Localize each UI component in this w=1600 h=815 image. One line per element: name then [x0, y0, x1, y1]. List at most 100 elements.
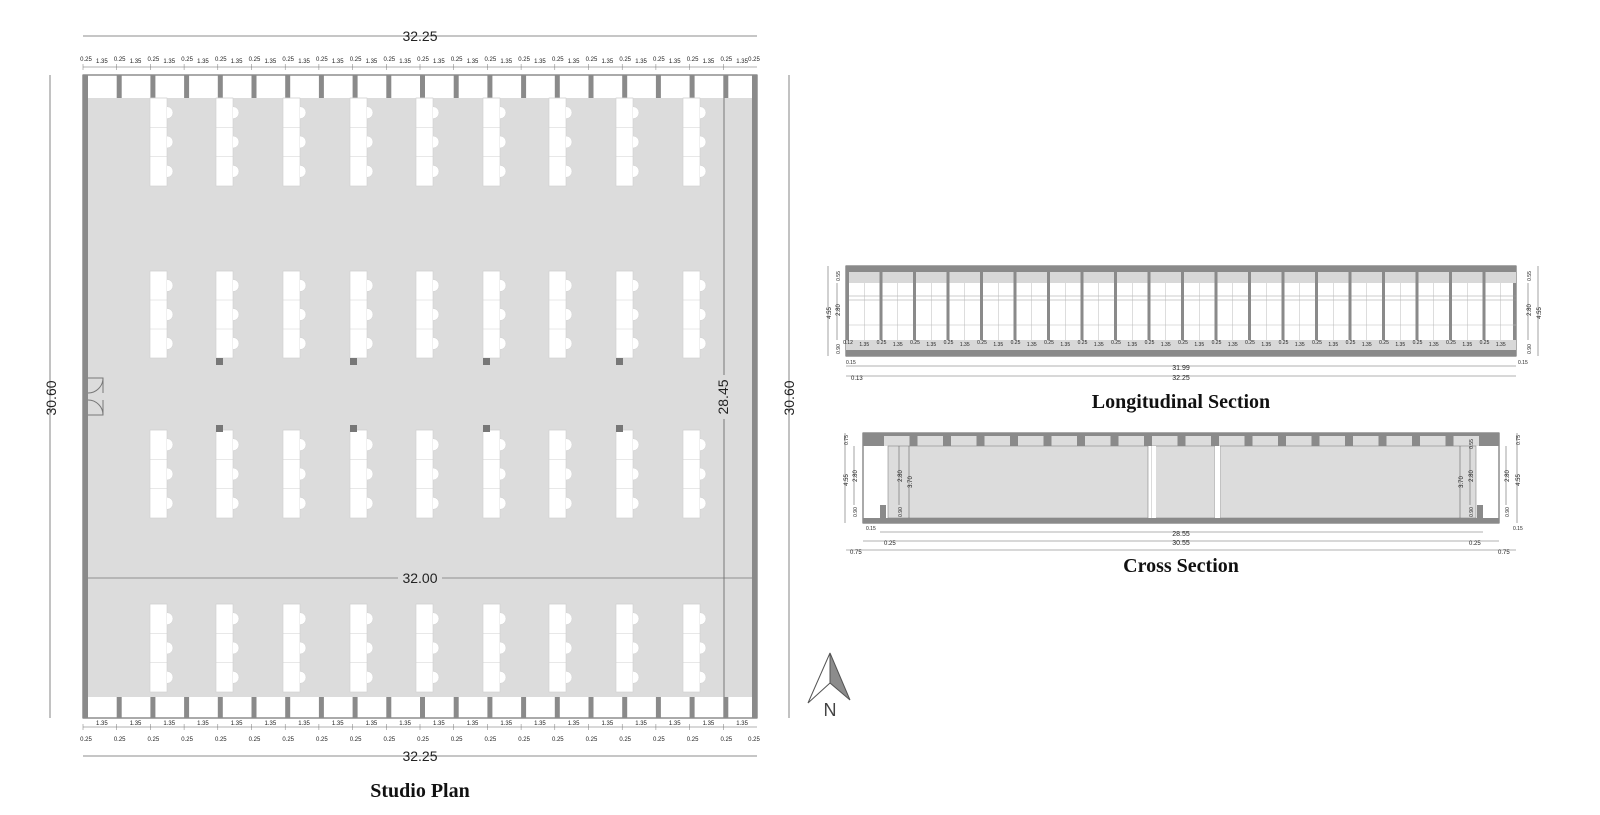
long-roof-slab: [846, 266, 1516, 272]
desk-group: [682, 429, 707, 519]
north-pier: [150, 75, 156, 98]
plan-pier-dim: 0.25: [451, 737, 463, 743]
long-bay-dim: 1.35: [1127, 342, 1137, 348]
desk-group: [682, 97, 707, 187]
cross-center-volume: [1151, 445, 1216, 519]
cross-roof-bay: [1152, 436, 1178, 446]
long-pier: [1449, 272, 1452, 340]
desk-group: [349, 429, 374, 519]
desk-group: [149, 429, 174, 519]
plan-bay-dim: 1.35: [298, 59, 310, 65]
plan-bay-dim: 1.35: [568, 721, 580, 727]
plan-pier-dim: 0.25: [316, 57, 328, 63]
desk-group: [482, 429, 507, 519]
plan-pier-dim: 0.25: [586, 737, 598, 743]
north-pier: [588, 75, 594, 98]
long-bay-window: [1351, 272, 1382, 340]
long-bay-dim: 1.35: [926, 342, 936, 348]
long-inner-length-dim: 31.99: [1172, 365, 1190, 372]
north-pier: [622, 75, 628, 98]
cross-left-interior-height: 3.70: [908, 476, 914, 488]
column: [616, 358, 623, 365]
long-right-total-height: 4.55: [1537, 307, 1543, 319]
cross-right-offset-dim: 0.75: [1498, 550, 1510, 556]
studio-plan: 32.25 0.25 1.35 0.25 1.35 0.25 1.35 0.25 1.35 0.…: [43, 28, 797, 802]
south-pier: [150, 697, 156, 718]
long-pier: [946, 272, 950, 340]
plan-pier-dim: 0.25: [383, 57, 395, 63]
plan-bottom-overall-dim: 32.25: [402, 748, 437, 764]
plan-bay-dim: 1.35: [231, 721, 243, 727]
plan-bay-dim: 1.35: [399, 59, 411, 65]
cross-left-sill: 0.90: [853, 507, 859, 517]
north-arrow-icon: N: [807, 652, 851, 720]
plan-bay-dim: 1.35: [467, 721, 479, 727]
cross-left-offset-dim: 0.75: [850, 550, 862, 556]
long-pier-dim: 0.25: [1044, 340, 1054, 346]
long-bay-window: [1050, 272, 1081, 340]
long-bay-dim: 1.35: [1429, 342, 1439, 348]
long-bay-dim: 1.35: [1328, 342, 1338, 348]
long-bay-window: [1251, 272, 1282, 340]
cross-roof-bay: [1219, 436, 1245, 446]
long-pier-dim: 0.25: [1078, 340, 1088, 346]
south-pier: [420, 697, 425, 718]
north-pier: [752, 75, 757, 98]
long-right-slab: 0.15: [1518, 360, 1528, 366]
desk-layout: [149, 97, 707, 693]
plan-pier-dim: 0.25: [249, 57, 261, 63]
north-pier: [251, 75, 257, 98]
south-pier: [285, 697, 291, 718]
cross-right-total-height: 4.55: [1516, 474, 1522, 486]
cross-left-clerestory-2: 2.80: [898, 470, 904, 482]
plan-bay-dim: 1.35: [669, 59, 681, 65]
north-pier: [487, 75, 493, 98]
plan-bay-dim: 1.35: [736, 721, 748, 727]
long-bay-dim: 1.35: [1194, 342, 1204, 348]
south-pier: [689, 697, 695, 718]
plan-west-wall: [83, 75, 88, 718]
south-pier: [116, 697, 122, 718]
cross-roof-bay: [1319, 436, 1345, 446]
plan-pier-dim: 0.25: [383, 737, 395, 743]
long-pier-dim: 0.25: [1279, 340, 1289, 346]
plan-inner-depth-dim: 28.45: [715, 379, 731, 414]
long-pier: [1114, 272, 1117, 340]
plan-bay-dim: 1.35: [265, 59, 277, 65]
long-pier-dim: 0.25: [1379, 340, 1389, 346]
plan-bay-dim: 1.35: [231, 59, 243, 65]
cross-roof-bay: [984, 436, 1010, 446]
long-bay-dim: 1.35: [1496, 342, 1506, 348]
plan-pier-dim: 0.25: [518, 57, 530, 63]
long-bay-dim: 1.35: [1261, 342, 1271, 348]
cross-roof-bay: [884, 436, 910, 446]
plan-pier-dim: 0.25: [720, 737, 732, 743]
north-pier: [386, 75, 392, 98]
entrance-door-icon: [87, 377, 104, 416]
desk-group: [682, 270, 707, 359]
long-bay-window: [1284, 272, 1315, 340]
long-pier-dim: 0.25: [1111, 340, 1121, 346]
plan-pier-dim: 0.25: [485, 57, 497, 63]
desk-group: [548, 429, 573, 519]
cross-roof-bay: [1420, 436, 1446, 446]
long-floor-slab: [846, 350, 1516, 356]
north-piers: [83, 75, 757, 98]
plan-bay-dim: 1.35: [433, 59, 445, 65]
cross-roof-bay: [1085, 436, 1111, 446]
long-left-clerestory: 2.80: [836, 304, 842, 316]
plan-bay-dim: 1.35: [163, 59, 175, 65]
north-pier: [723, 75, 729, 98]
long-bay-window: [1117, 272, 1148, 340]
long-left-slab: 0.15: [846, 360, 856, 366]
plan-pier-dim: 0.25: [552, 57, 564, 63]
desk-group: [282, 603, 307, 693]
long-bay-dim: 1.35: [1161, 342, 1171, 348]
long-bay-window: [949, 272, 980, 340]
cross-inner-span-dim: 28.55: [1172, 531, 1190, 538]
desk-group: [415, 603, 440, 693]
desk-group: [215, 270, 240, 359]
desk-group: [415, 429, 440, 519]
south-pier: [217, 697, 223, 718]
